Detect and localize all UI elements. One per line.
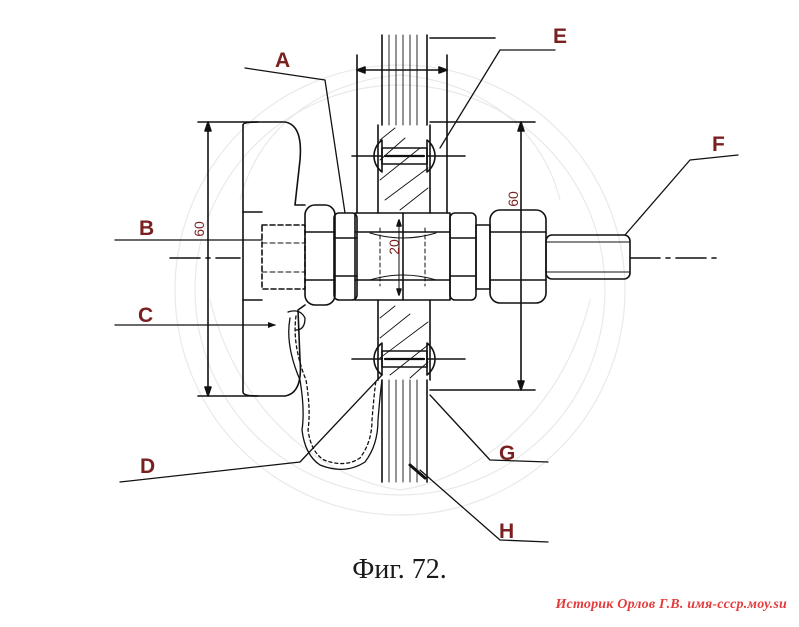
label-g: G [499, 442, 516, 465]
right-nut [449, 212, 477, 301]
chain [287, 310, 383, 470]
leader-e [439, 49, 556, 149]
left-height-label: 60 [190, 221, 207, 237]
bore-label: 20 [385, 239, 402, 255]
watermark-emblem [174, 64, 626, 516]
leader-h [419, 469, 549, 543]
right-fitting [475, 209, 721, 304]
figure-caption: Фиг. 72. [352, 554, 447, 585]
left-height-dimension [197, 121, 259, 397]
left-fitting [261, 204, 336, 306]
bore-dimension [396, 219, 402, 296]
label-h: H [499, 520, 515, 543]
leader-d [119, 374, 383, 483]
lower-bolt [351, 342, 466, 376]
left-nut [333, 212, 358, 301]
label-e: E [553, 25, 568, 48]
right-height-dimension [429, 121, 536, 391]
label-c: C [138, 304, 154, 327]
leader-lines [114, 49, 739, 543]
label-b: B [139, 217, 155, 240]
credit-watermark: Историк Орлов Г.В. имя-ссср.моу.su [555, 597, 787, 612]
right-height-label: 60 [504, 191, 521, 207]
panel-plate [377, 34, 431, 483]
coupling-body [354, 212, 451, 301]
leader-a [244, 67, 346, 214]
leader-f [624, 154, 739, 236]
leader-g [429, 394, 549, 463]
label-d: D [140, 455, 156, 478]
plate-width-dimension [356, 37, 496, 214]
label-a: A [275, 49, 291, 72]
cap-handle [169, 121, 306, 397]
label-f: F [712, 133, 725, 156]
upper-bolt [351, 139, 466, 173]
